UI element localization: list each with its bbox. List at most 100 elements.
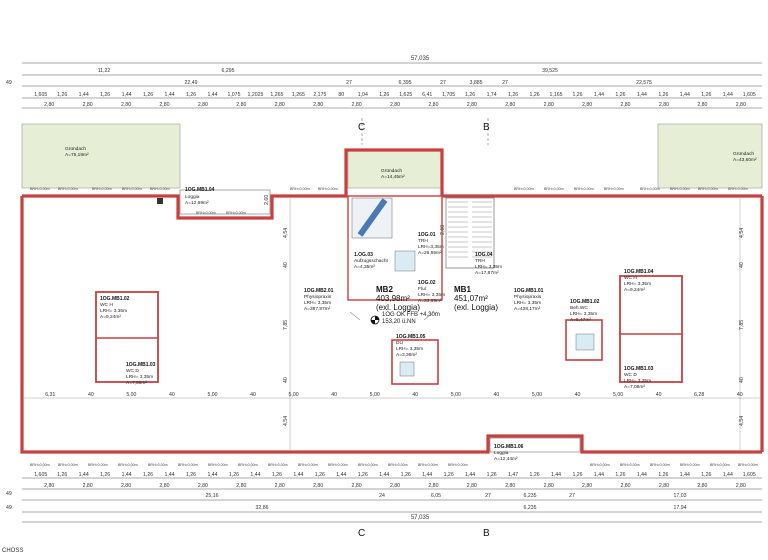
brh-label: BRH=0,00m xyxy=(738,463,758,467)
dim-bottom-row1-value: 1,26 xyxy=(57,472,67,478)
dim-bottom-row1-value: 1,26 xyxy=(572,472,582,478)
vdim-3: 7,85 xyxy=(283,320,289,330)
dim-bottom-row1-value: 1,26 xyxy=(272,472,282,478)
dim-bottom-row1-value: 1,605 xyxy=(743,472,756,478)
internal-hdim-value: 6,31 xyxy=(45,392,55,398)
brh-label: BRH=0,00m xyxy=(88,463,108,467)
dim-top-row5-value: 2,80 xyxy=(505,102,515,108)
green-roof-right xyxy=(657,123,763,189)
dim-top-3g: 22,575 xyxy=(636,80,652,86)
dim-bot-3a: 25,16 xyxy=(206,493,219,499)
shower-icon xyxy=(399,361,415,377)
gruendach-mid-name: Gründach xyxy=(381,168,402,174)
dim-bottom-row2-value: 2,80 xyxy=(198,483,208,489)
dim-bottom-row1-value: 1,26 xyxy=(358,472,368,478)
dim-bot-3c: 6,05 xyxy=(431,493,441,499)
dim-bottom-row1-value: 1,44 xyxy=(637,472,647,478)
section-marker-b-top: B xyxy=(483,122,490,133)
dim-top-row5-value: 2,80 xyxy=(736,102,746,108)
vdim-1: 4,54 xyxy=(283,228,289,238)
dim-bottom-row1-value: 1,26 xyxy=(615,472,625,478)
du-area: A=3,36m² xyxy=(396,352,417,358)
section-marker-c-top: C xyxy=(358,122,365,133)
mb1-name: MB1 xyxy=(454,285,471,294)
dim-top-row4-value: 1,44 xyxy=(680,92,690,98)
dim-bottom-row2-value: 2,80 xyxy=(582,483,592,489)
dim-top-row4-value: 1,26 xyxy=(379,92,389,98)
dim-top-row5-value: 2,80 xyxy=(313,102,323,108)
brh-label: BRH=0,00m xyxy=(92,187,112,191)
wc-block-right: 1OG.MB1.04 WC H LRH= 3,35m A=9,24m² 1OG.… xyxy=(619,269,683,390)
dim-top-row4-value: 1,74 xyxy=(487,92,497,98)
physio-left-code: 1OG.MB2.01 xyxy=(304,288,334,294)
beh-wc-lrh: LRH= 3,35m xyxy=(570,311,597,317)
brh-label: BRH=0,00m xyxy=(328,463,348,467)
dim-top-row5-value: 2,80 xyxy=(159,102,169,108)
loggia-depth: 2,60 xyxy=(264,195,270,205)
internal-hdim-value: 5,00 xyxy=(613,392,623,398)
dim-top-row4-value: 1,26 xyxy=(615,92,625,98)
brh-label: BRH=0,00m xyxy=(150,187,170,191)
internal-hdim-value: 5,00 xyxy=(370,392,380,398)
dim-bottom-row1-value: 1,44 xyxy=(336,472,346,478)
brh-label: BRH=0,00m xyxy=(318,187,338,191)
dim-bottom-row1-value: 1,47 xyxy=(508,472,518,478)
wc-d-left-name: WC D xyxy=(126,368,139,374)
aufzug-code: 1.OG.03 xyxy=(354,252,373,258)
dim-top-3b: 27 xyxy=(346,80,352,86)
trh2-area: A=17,87m² xyxy=(475,270,499,276)
dim-top-row4-value: 2,175 xyxy=(313,92,326,98)
gruendach-left-name: Gründach xyxy=(65,146,86,152)
dim-top-row4-value: 1,04 xyxy=(358,92,368,98)
dim-top-row5-value: 2,80 xyxy=(44,102,54,108)
dim-bottom-row1-value: 1,26 xyxy=(658,472,668,478)
brh-label: BRH=0,00m xyxy=(514,187,534,191)
dim-bottom-row2-value: 2,80 xyxy=(275,483,285,489)
green-roofs: Gründach A=75,18m² Gründach A=14,45m² Gr… xyxy=(21,123,763,189)
dim-bottom-row1-value: 1,44 xyxy=(293,472,303,478)
internal-hdim-value: 40 xyxy=(656,392,662,398)
dim-top-row5-value: 2,80 xyxy=(236,102,246,108)
flur-code: 1OG.02 xyxy=(418,280,436,286)
section-markers-top: C B xyxy=(358,118,490,145)
brh-label: BRH=0,00m xyxy=(226,211,246,215)
overall-width-bottom: 57,035 xyxy=(411,515,430,521)
brh-label: BRH=0,00m xyxy=(670,187,690,191)
dim-bottom-row1-value: 1,26 xyxy=(444,472,454,478)
wc-d-right-lrh: LRH= 3,35m xyxy=(624,378,651,384)
dim-top-row5-value: 2,80 xyxy=(83,102,93,108)
brh-label: BRH=0,00m xyxy=(268,463,288,467)
brh-label: BRH=0,00m xyxy=(544,187,564,191)
loggia-top: 1OG.MB1.04 Loggia A=12,69m² 2,60 xyxy=(157,187,271,215)
vdim-2: 40 xyxy=(283,262,289,268)
wc-h-right-name: WC H xyxy=(624,275,637,281)
internal-hdim-value: 5,00 xyxy=(451,392,461,398)
physio-right-code: 1OG.MB1.01 xyxy=(514,288,544,294)
brh-label: BRH=0,00m xyxy=(290,187,310,191)
brh-label: BRH=0,00m xyxy=(148,463,168,467)
brh-label: BRH=0,00m xyxy=(358,463,378,467)
aufzug-name: Aufzugsschacht xyxy=(354,258,389,264)
dim-top-left-marker: 49 xyxy=(6,80,12,86)
dim-bottom-row2-value: 2,80 xyxy=(428,483,438,489)
beh-wc-area: A=5,47m² xyxy=(570,317,591,323)
dim-top-row4-value: 1,26 xyxy=(658,92,668,98)
gruendach-right-name: Gründach xyxy=(733,151,754,157)
flur-lrh: LRH= 3,35m xyxy=(418,292,445,298)
dim-bottom-row1-value: 1,44 xyxy=(680,472,690,478)
dim-top-row5-value: 2,80 xyxy=(121,102,131,108)
trh1-name: TRH xyxy=(418,238,428,244)
dim-top-row4-value: 1,26 xyxy=(465,92,475,98)
dim-bot-4c: 17,94 xyxy=(674,505,687,511)
brh-label: BRH=0,00m xyxy=(710,463,730,467)
brh-label: BRH=0,00m xyxy=(388,463,408,467)
internal-hdim-value: 40 xyxy=(250,392,256,398)
dim-bottom-row1-value: 1,26 xyxy=(143,472,153,478)
dim-top-row5-value: 2,80 xyxy=(275,102,285,108)
physio-right-area: A=428,17m² xyxy=(514,306,541,312)
internal-hdim-value: 5,00 xyxy=(207,392,217,398)
dim-top-2b: 6,295 xyxy=(222,68,235,74)
mb2-name: MB2 xyxy=(376,285,393,294)
